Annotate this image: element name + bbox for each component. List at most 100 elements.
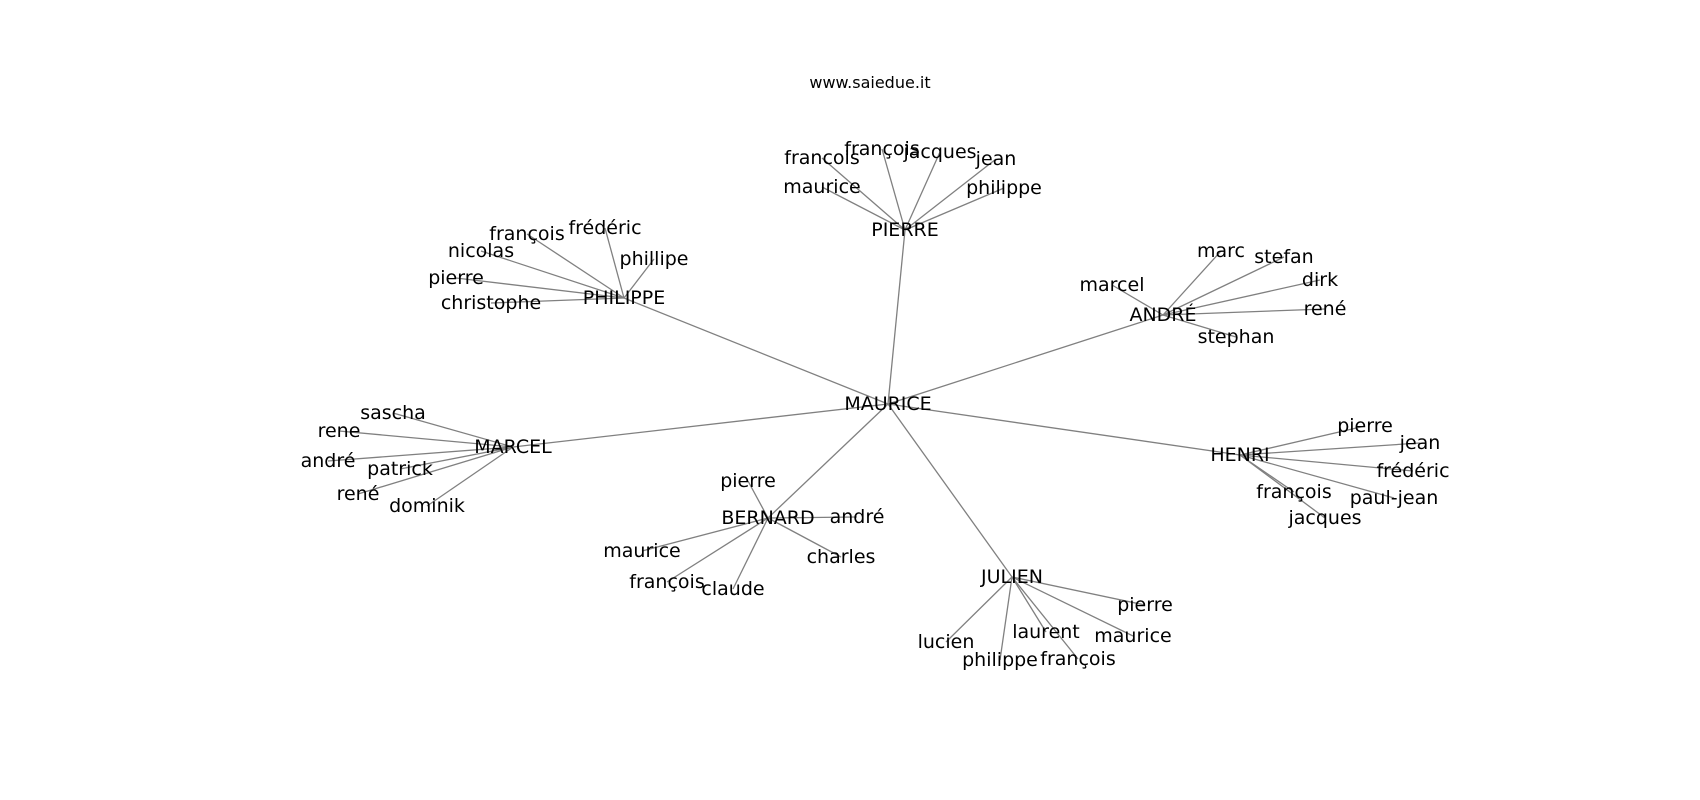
leaf-node: pierre [428,267,484,289]
leaf-node: andré [301,450,356,472]
leaf-node: charles [807,546,876,568]
leaf-node: dirk [1302,269,1338,291]
leaf-node: françois [629,571,704,593]
edge-root-hub-6 [887,403,1013,578]
edge-hub-6-leaf-4 [999,576,1013,661]
leaf-node: stefan [1254,246,1313,268]
leaf-node: françois [844,138,919,160]
leaf-node: jacques [902,141,976,163]
edge-hub-1-leaf-4 [455,277,625,299]
leaf-node: marc [1197,240,1245,262]
edge-hub-3-leaf-5 [426,446,514,507]
edge-hub-2-leaf-2 [1111,284,1164,316]
edge-hub-6-leaf-2 [1011,576,1134,637]
leaf-node: rené [1304,298,1347,320]
leaf-node: rene [318,420,361,442]
edge-hub-3-leaf-2 [327,446,514,462]
leaf-node: pierre [720,470,776,492]
edge-hub-1-leaf-5 [490,297,625,304]
leaf-node: stephan [1198,326,1275,348]
leaf-node: phillipe [620,248,689,270]
leaf-node: andré [830,506,885,528]
leaf-node: marcel [1080,274,1145,296]
leaf-node: frédéric [1376,460,1449,482]
leaf-node: jean [975,148,1017,170]
edge-root-hub-4 [887,403,1241,456]
edge-hub-2-leaf-5 [1162,314,1237,338]
edge-hub-2-leaf-4 [1162,308,1326,316]
edge-hub-3-leaf-1 [338,430,514,448]
edge-hub-6-leaf-0 [1011,576,1146,606]
leaf-node: maurice [783,176,860,198]
edge-hub-5-leaf-1 [767,516,858,519]
leaf-node: philippe [966,177,1042,199]
leaf-node: paul-jean [1350,487,1439,509]
edge-hub-0-leaf-5 [904,187,1005,231]
leaf-node: sascha [360,402,426,424]
edge-hub-6-leaf-1 [1011,576,1047,633]
edge-root-hub-3 [512,403,889,448]
edge-hub-1-leaf-1 [526,233,625,299]
edge-hub-3-leaf-3 [399,446,514,470]
edge-hub-2-leaf-0 [1162,250,1222,316]
edge-hub-0-leaf-4 [821,186,906,231]
leaf-node: laurent [1012,621,1080,643]
edge-root-hub-5 [767,403,889,519]
edge-hub-1-leaf-2 [480,250,625,299]
edge-hub-4-leaf-1 [1239,442,1421,456]
edge-hub-3-leaf-0 [392,412,514,448]
hub-node-1: PHILIPPE [583,287,665,309]
edge-root-hub-0 [887,229,906,405]
edge-hub-6-leaf-5 [1011,576,1079,660]
edge-root-hub-2 [887,314,1164,405]
edge-hub-6-leaf-3 [945,576,1013,643]
edge-hub-0-leaf-3 [904,158,997,231]
edge-hub-4-leaf-2 [1239,454,1414,472]
hub-node-3: MARCEL [474,436,552,458]
leaf-node: pierre [1337,415,1393,437]
leaf-node: jean [1399,432,1441,454]
edge-hub-1-leaf-3 [623,258,655,299]
leaf-node: françois [1040,648,1115,670]
edge-hub-4-leaf-0 [1239,425,1366,456]
edge-hub-2-leaf-1 [1162,256,1285,316]
edge-hub-0-leaf-2 [904,151,941,231]
edges [327,148,1421,661]
leaf-node: françois [1256,481,1331,503]
leaf-node: lucien [918,631,975,653]
leaf-node: christophe [441,292,541,314]
edge-hub-5-leaf-5 [732,517,769,590]
leaf-node: dominik [389,495,465,517]
leaf-node: frédéric [568,217,641,239]
leaf-node: pierre [1117,594,1173,616]
hub-node-5: BERNARD [721,507,814,529]
root-node: MAURICE [844,393,931,415]
edge-hub-4-leaf-4 [1239,454,1395,499]
edge-hub-0-leaf-1 [821,157,906,231]
leaf-node: maurice [1094,625,1171,647]
edge-hub-2-leaf-3 [1162,279,1321,316]
hub-node-6: JULIEN [980,566,1043,588]
edge-hub-3-leaf-4 [357,446,514,495]
edge-hub-5-leaf-0 [747,480,769,519]
edge-root-hub-1 [623,297,889,405]
hub-node-0: PIERRE [871,219,938,241]
leaf-node: maurice [603,540,680,562]
edge-hub-1-leaf-0 [604,227,625,299]
edge-hub-5-leaf-2 [641,517,769,552]
leaf-node: patrick [367,458,433,480]
leaf-node: francois [784,147,859,169]
edge-hub-5-leaf-3 [767,517,842,558]
edge-hub-0-leaf-0 [881,148,906,231]
leaf-node: nicolas [448,240,514,262]
hub-node-4: HENRI [1210,444,1269,466]
edge-hub-4-leaf-5 [1239,454,1326,519]
edge-hub-5-leaf-4 [666,517,769,583]
leaf-node: jacques [1287,507,1361,529]
leaf-node: rené [337,483,380,505]
leaf-node: françois [489,223,564,245]
leaf-node: claude [701,578,764,600]
leaf-node: philippe [962,649,1038,671]
